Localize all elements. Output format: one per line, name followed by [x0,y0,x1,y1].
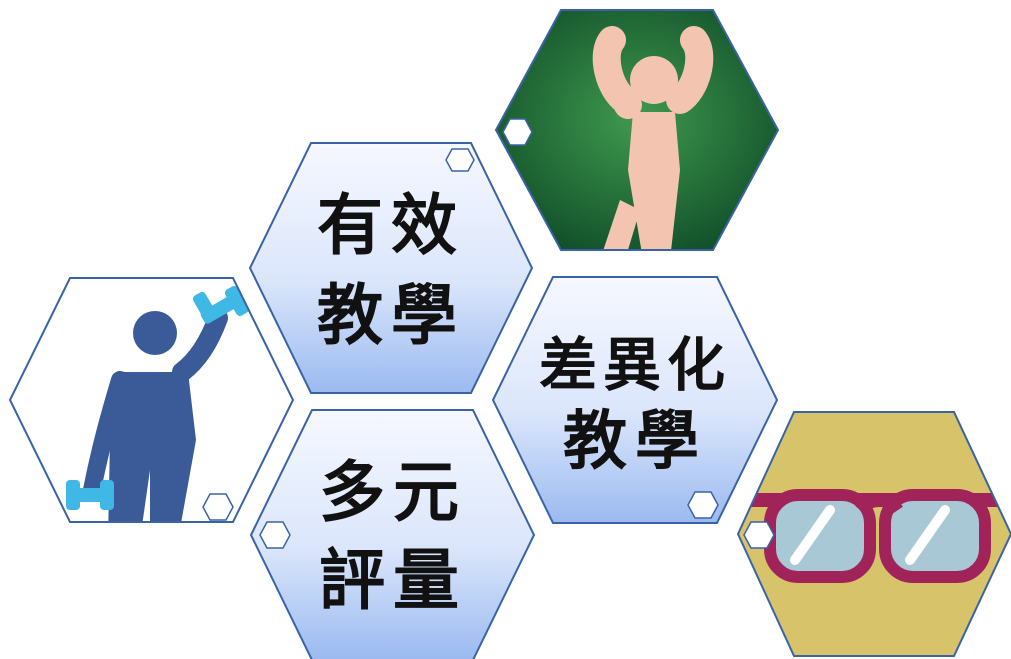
hex-diverse-assessment: 多元 評量 [249,409,536,659]
differentiated-teaching-line1: 差異化 [539,331,731,399]
hex-differentiated-teaching: 差異化 教學 [491,276,779,524]
dumbbell-person-icon [66,285,250,522]
hex-effective-teaching: 有效 教學 [248,142,534,394]
dumbbell-person-tile [8,277,295,523]
small-hex-marker [687,491,719,519]
small-hex-marker [445,148,475,172]
effective-teaching-line2: 教學 [317,276,465,354]
diverse-assessment-line1: 多元 [319,453,467,531]
effective-teaching-line1: 有效 [317,186,465,264]
small-hex-marker [743,521,775,549]
small-hex-marker [502,118,533,146]
small-hex-marker [202,493,234,521]
diverse-assessment-line2: 評量 [319,541,467,619]
stretching-person-tile [494,9,780,251]
differentiated-teaching-line2: 教學 [563,404,707,479]
glasses-tile [736,411,1011,657]
stretching-person-icon [592,26,714,250]
small-hex-marker [259,521,291,549]
